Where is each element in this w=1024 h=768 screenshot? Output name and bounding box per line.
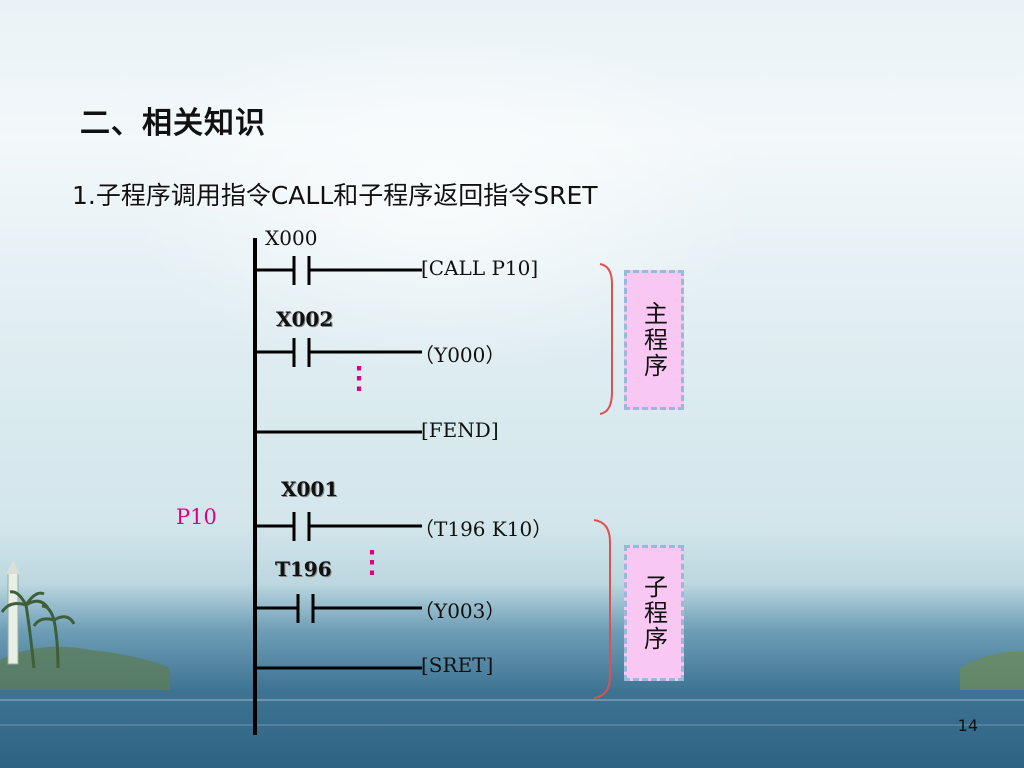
rung-y003 (255, 594, 422, 623)
contact-label-t196: T196 (275, 557, 332, 581)
output-y000: （Y000） (414, 343, 506, 367)
output-call-p10: [CALL P10] (421, 256, 539, 280)
rung-y000 (255, 338, 422, 367)
right-island (960, 651, 1024, 690)
rung-t196 (255, 512, 422, 541)
pointer-label-p10: P10 (176, 505, 217, 529)
page-number: 14 (957, 716, 978, 735)
contact-label-x001: X001 (281, 477, 339, 501)
main-program-bracket-icon (599, 263, 613, 415)
sub-program-label: 子程序 (639, 574, 668, 652)
output-sret: [SRET] (421, 653, 494, 677)
main-program-box: 主程序 (624, 270, 684, 410)
sub-program-bracket-icon (593, 519, 611, 699)
contact-label-x002: X002 (276, 307, 334, 331)
lighthouse-top-icon (6, 560, 20, 574)
ellipsis-main: ⋮ (344, 361, 374, 396)
slide-title: 二、相关知识 (80, 106, 266, 141)
left-island (0, 646, 170, 690)
sub-program-box: 子程序 (624, 545, 684, 681)
rung-call (255, 256, 422, 285)
contact-label-x000: X000 (265, 226, 318, 250)
output-fend: [FEND] (421, 418, 499, 442)
ellipsis-sub: ⋮ (357, 545, 387, 580)
palm-tree-icon (0, 590, 76, 669)
main-program-label: 主程序 (639, 301, 668, 379)
output-t196-k10: （T196 K10） (414, 517, 553, 541)
output-y003: （Y003） (414, 599, 506, 623)
slide-subtitle: 1.子程序调用指令CALL和子程序返回指令SRET (72, 181, 598, 210)
